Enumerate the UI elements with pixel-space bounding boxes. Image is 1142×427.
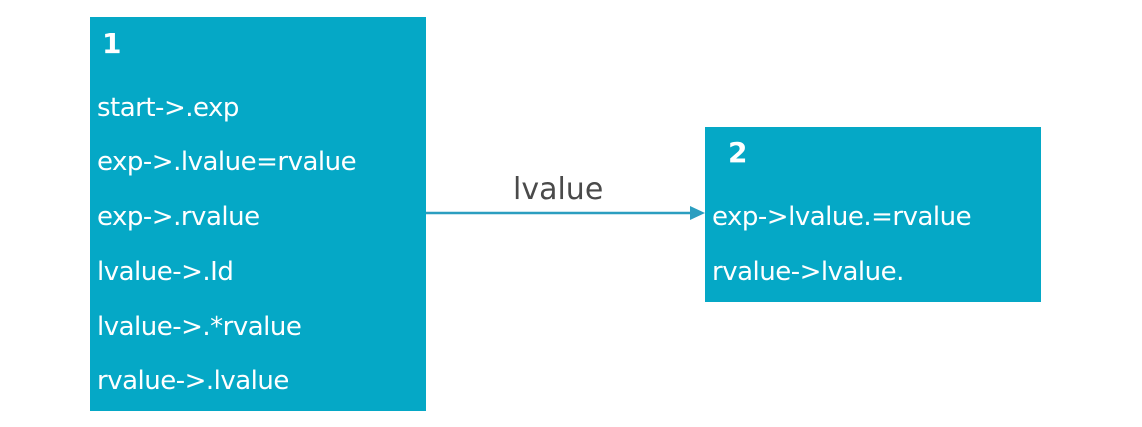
lr-item: rvalue->lvalue.: [712, 257, 904, 287]
lr-item: start->.exp: [97, 93, 239, 123]
lr-item: exp->.lvalue=rvalue: [97, 147, 357, 177]
arrowhead-icon: [690, 206, 705, 220]
lr-item: lvalue->.*rvalue: [97, 312, 302, 342]
edge-label: lvalue: [513, 172, 604, 207]
state-box-1: 1 start->.exp exp->.lvalue=rvalue exp->.…: [90, 17, 426, 411]
state-number: 1: [102, 27, 122, 60]
lr-item: exp->.rvalue: [97, 202, 260, 232]
lr-item: rvalue->.lvalue: [97, 366, 289, 396]
lr-item: lvalue->.Id: [97, 257, 234, 287]
lr-item: exp->lvalue.=rvalue: [712, 202, 972, 232]
state-number: 2: [728, 136, 748, 169]
state-box-2: 2 exp->lvalue.=rvalue rvalue->lvalue.: [705, 127, 1041, 302]
